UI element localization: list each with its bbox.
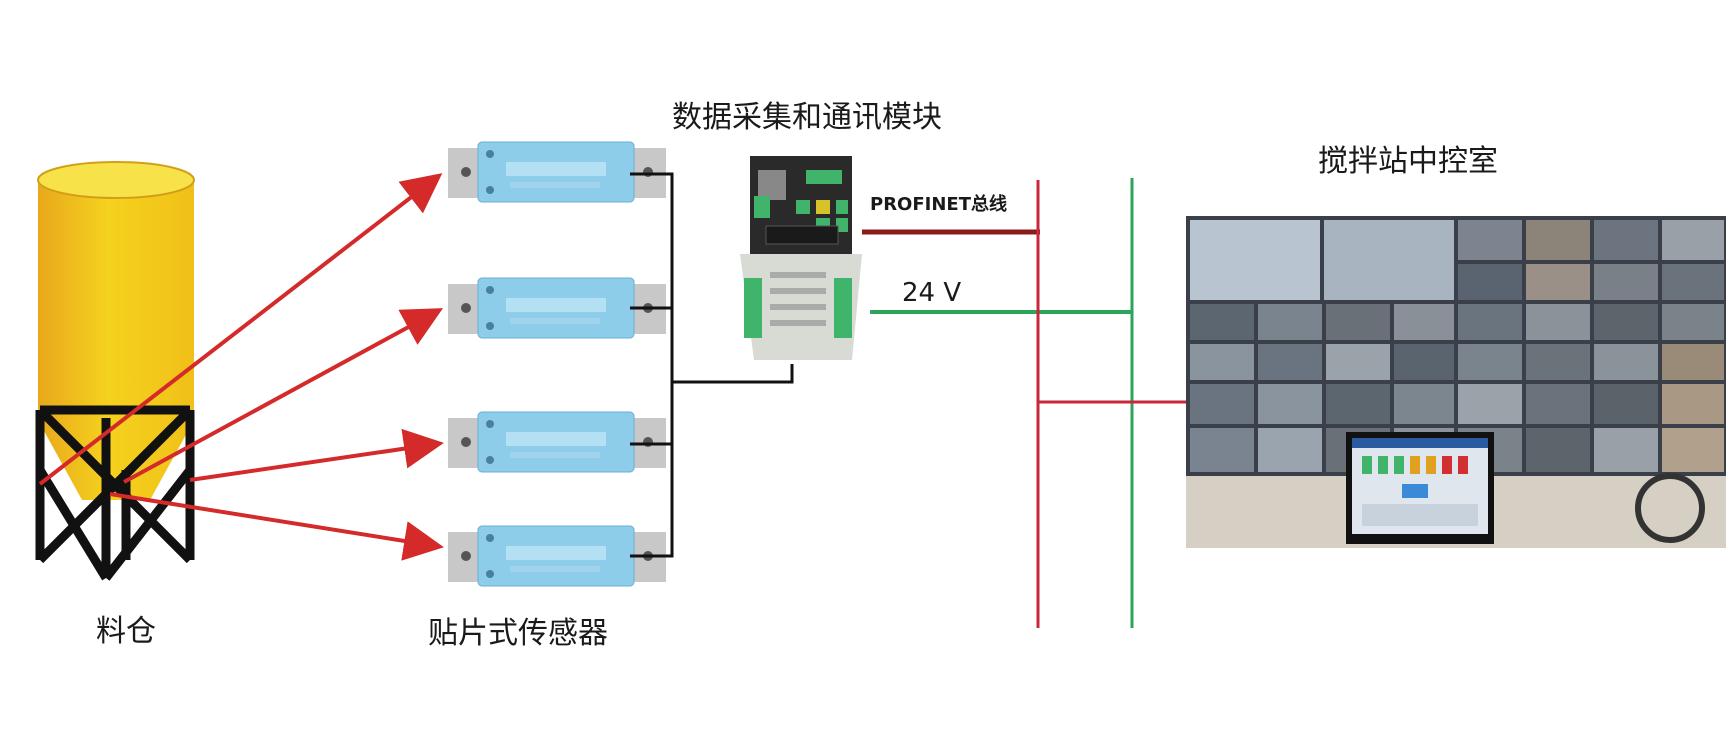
sensor <box>448 277 666 339</box>
sensor <box>448 141 666 203</box>
module-label: 数据采集和通讯模块 <box>672 100 942 135</box>
profinet-bus-label: PROFINET总线 <box>870 194 1007 215</box>
arrow-4 <box>109 492 444 561</box>
silo-body <box>38 180 194 500</box>
silo <box>35 161 195 581</box>
bus-lines <box>862 178 1186 628</box>
sensor <box>448 411 666 473</box>
arrow-3 <box>189 428 444 482</box>
fan <box>1635 473 1705 543</box>
silo-label: 料仓 <box>96 614 156 649</box>
sensor-arrows <box>38 173 444 561</box>
module-device <box>740 156 862 360</box>
voltage-label: 24 V <box>902 278 962 308</box>
sensors-label: 贴片式传感器 <box>428 616 608 651</box>
silo-legs <box>35 405 195 581</box>
control-room-image <box>1186 216 1726 548</box>
control-room-label: 搅拌站中控室 <box>1318 144 1498 179</box>
arrow-1 <box>38 173 443 486</box>
control-monitor <box>1346 432 1494 544</box>
sensor-wiring <box>630 172 794 558</box>
arrow-2 <box>123 308 444 484</box>
silo-top <box>37 161 195 199</box>
